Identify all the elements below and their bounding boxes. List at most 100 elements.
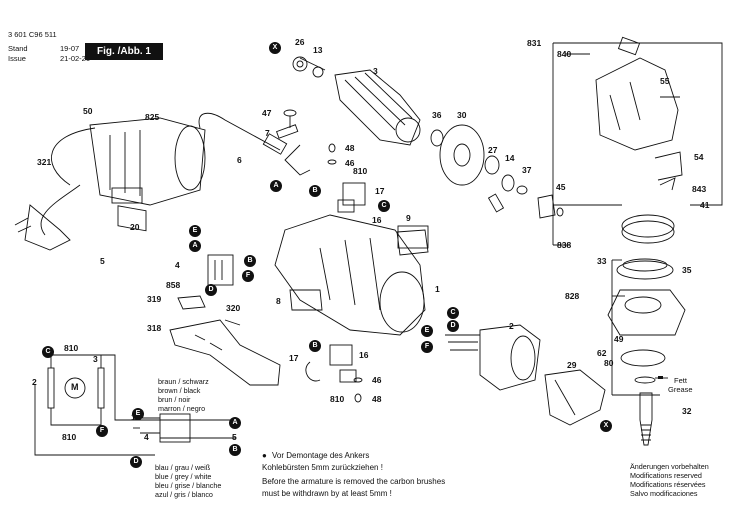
marker-f-schematic: F	[96, 425, 108, 437]
part-label-49: 49	[614, 334, 624, 344]
part-label-13: 13	[313, 45, 323, 55]
note-en-line-2: must be withdrawn by at least 5mm !	[262, 489, 392, 498]
part-label-46-top: 46	[345, 158, 355, 168]
part-label-319: 319	[147, 294, 162, 304]
part-label-33: 33	[597, 256, 607, 266]
part-number: 3 601 C96 511	[8, 30, 57, 39]
part-label-55: 55	[660, 76, 670, 86]
footer-line-3: Modifications réservées	[630, 480, 706, 489]
marker-a-schematic: A	[229, 417, 241, 429]
wire-color-bottom-3: bleu / grise / blanche	[155, 481, 222, 490]
part-label-828: 828	[565, 291, 580, 301]
marker-e-left: E	[189, 225, 201, 237]
part-label-37: 37	[522, 165, 532, 175]
part-label-62: 62	[597, 348, 607, 358]
note-bullet: ●	[262, 451, 267, 460]
wire-color-bottom-2: blue / grey / white	[155, 472, 212, 481]
part-label-810-bottom: 810	[330, 394, 345, 404]
part-label-321: 321	[37, 157, 52, 167]
marker-b-bottom: B	[309, 340, 321, 352]
marker-e-right: E	[421, 325, 433, 337]
marker-a: A	[270, 180, 282, 192]
stand-label: Stand	[8, 44, 28, 53]
part-label-5: 5	[100, 256, 105, 266]
part-label-825: 825	[145, 112, 160, 122]
wire-color-top-3: brun / noir	[158, 395, 191, 404]
schematic-810-top: 810	[64, 343, 79, 353]
part-label-27: 27	[488, 145, 498, 155]
wire-color-top-4: marron / negro	[158, 404, 206, 413]
marker-d-left: D	[205, 284, 217, 296]
marker-b-left: B	[244, 255, 256, 267]
part-label-831: 831	[527, 38, 542, 48]
part-label-36: 36	[432, 110, 442, 120]
marker-a-left: A	[189, 240, 201, 252]
part-label-858: 858	[166, 280, 181, 290]
part-label-54: 54	[694, 152, 704, 162]
part-label-32: 32	[682, 406, 692, 416]
marker-e-schematic: E	[132, 408, 144, 420]
marker-c-top: C	[378, 200, 390, 212]
part-label-48-bottom: 48	[372, 394, 382, 404]
wire-color-top-2: brown / black	[158, 386, 201, 395]
marker-x-bottom: X	[600, 420, 612, 432]
marker-d-schematic: D	[130, 456, 142, 468]
part-label-4: 4	[175, 260, 180, 270]
motor-symbol: M	[71, 382, 79, 392]
part-label-50: 50	[83, 106, 93, 116]
footer-line-1: Änderungen vorbehalten	[630, 462, 709, 471]
marker-d-right: D	[447, 320, 459, 332]
part-label-838: 838	[557, 240, 572, 250]
part-label-810-top: 810	[353, 166, 368, 176]
wire-color-bottom-4: azul / gris / blanco	[155, 490, 213, 499]
wire-color-top-1: braun / schwarz	[158, 377, 209, 386]
note-de-line-2: Kohlebürsten 5mm zurückziehen !	[262, 463, 383, 472]
part-label-35: 35	[682, 265, 692, 275]
marker-c-right: C	[447, 307, 459, 319]
note-en-line-1: Before the armature is removed the carbo…	[262, 477, 446, 486]
schematic-5: 5	[232, 432, 237, 442]
schematic-3: 3	[93, 354, 98, 364]
part-label-48-top: 48	[345, 143, 355, 153]
stand-value: 19-07	[60, 44, 80, 53]
wire-color-bottom-1: blau / grau / weiß	[155, 463, 211, 472]
footer-line-2: Modifications reserved	[630, 471, 702, 480]
part-label-17-top: 17	[375, 186, 385, 196]
marker-x-top: X	[269, 42, 281, 54]
part-label-26: 26	[295, 37, 305, 47]
part-label-843: 843	[692, 184, 707, 194]
part-label-29: 29	[567, 360, 577, 370]
part-label-8: 8	[276, 296, 281, 306]
part-label-7: 7	[265, 128, 270, 138]
part-label-30: 30	[457, 110, 467, 120]
part-label-17-bottom: 17	[289, 353, 299, 363]
part-label-6: 6	[237, 155, 242, 165]
part-label-9: 9	[406, 213, 411, 223]
footer-line-4: Salvo modificaciones	[630, 489, 698, 498]
part-label-16-top: 16	[372, 215, 382, 225]
figure-title: Fig. /Abb. 1	[85, 43, 163, 60]
schematic-2: 2	[32, 377, 37, 387]
part-label-1: 1	[435, 284, 440, 294]
marker-b: B	[309, 185, 321, 197]
marker-c-schematic: C	[42, 346, 54, 358]
part-label-320: 320	[226, 303, 241, 313]
marker-b-schematic: B	[229, 444, 241, 456]
schematic-810-bottom: 810	[62, 432, 77, 442]
part-label-3: 3	[373, 66, 378, 76]
part-label-80: 80	[604, 358, 614, 368]
issue-value: 21-02-26	[60, 54, 91, 63]
schematic-4: 4	[144, 432, 149, 442]
part-label-46-bottom: 46	[372, 375, 382, 385]
note-de-line-1: Vor Demontage des Ankers	[272, 451, 370, 460]
marker-f-left: F	[242, 270, 254, 282]
part-label-16-bottom: 16	[359, 350, 369, 360]
part-label-41: 41	[700, 200, 710, 210]
grease-label-en: Grease	[668, 385, 693, 394]
marker-f-right: F	[421, 341, 433, 353]
part-label-45: 45	[556, 182, 566, 192]
part-label-20: 20	[130, 222, 140, 232]
part-label-14: 14	[505, 153, 515, 163]
part-label-47: 47	[262, 108, 272, 118]
